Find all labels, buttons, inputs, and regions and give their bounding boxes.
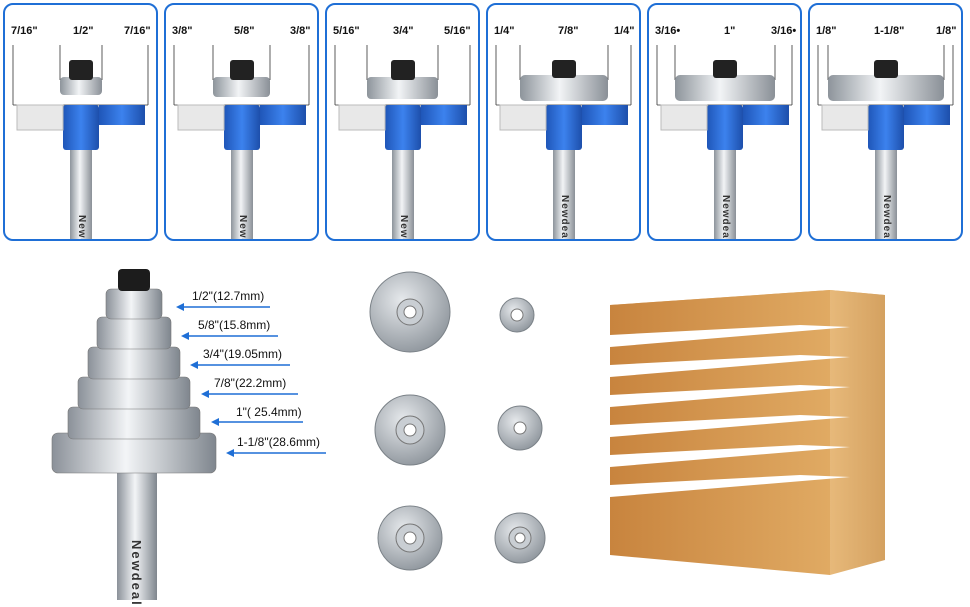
dim-left: 7/16" xyxy=(11,25,38,37)
router-bit-illustration xyxy=(495,45,632,239)
dim-right: 3/16• xyxy=(771,25,797,37)
dim-right: 1/4" xyxy=(614,25,635,37)
dim-center: 5/8" xyxy=(234,25,255,37)
bearing-size-label: 1/2"(12.7mm) xyxy=(192,289,265,303)
brand-text: Newdeal xyxy=(129,540,144,607)
bearing-size-label: 1-1/8"(28.6mm) xyxy=(237,435,320,449)
dim-left: 5/16" xyxy=(333,25,360,37)
dim-center: 1/2" xyxy=(73,25,94,37)
bit-panel-4: 1/4" 7/8" 1/4" Newdeal xyxy=(486,3,641,241)
dim-center: 1-1/8" xyxy=(874,25,905,37)
bearings-graphic xyxy=(369,271,546,571)
dim-center: 3/4" xyxy=(393,25,414,37)
brand-text: Newdeal xyxy=(237,215,248,241)
brand-text: Newdeal xyxy=(720,195,731,241)
router-bit-illustration xyxy=(334,45,471,239)
brand-text: Newdeal xyxy=(559,195,570,241)
wood-block-illustration xyxy=(600,285,895,575)
brand-text: Newdeal xyxy=(398,215,409,241)
brand-text: Newdeal xyxy=(881,195,892,241)
bearing-stack-graphic xyxy=(51,269,326,600)
bearing-stack-illustration: 1/2"(12.7mm) 5/8"(15.8mm) 3/4"(19.05mm) … xyxy=(0,255,340,607)
dim-left: 3/8" xyxy=(172,25,193,37)
bit-panels-row: 7/16" 1/2" 7/16" Newdeal 3/8" 5/8" 3/8" … xyxy=(3,3,969,243)
dim-right: 7/16" xyxy=(124,25,151,37)
router-bit-illustration xyxy=(817,45,954,239)
bit-panel-1: 7/16" 1/2" 7/16" Newdeal xyxy=(3,3,158,241)
bearing-size-label: 1"( 25.4mm) xyxy=(236,405,302,419)
dim-right: 3/8" xyxy=(290,25,311,37)
router-bit-illustration xyxy=(173,45,310,239)
dim-center: 1" xyxy=(724,25,736,37)
loose-bearings xyxy=(360,270,560,590)
bit-panel-6: 1/8" 1-1/8" 1/8" Newdeal xyxy=(808,3,963,241)
router-bit-illustration xyxy=(656,45,793,239)
bit-panel-5: 3/16• 1" 3/16• Newdeal xyxy=(647,3,802,241)
bit-panel-3: 5/16" 3/4" 5/16" Newdeal xyxy=(325,3,480,241)
dim-left: 1/4" xyxy=(494,25,515,37)
wood-block-graphic xyxy=(610,290,885,575)
dim-center: 7/8" xyxy=(558,25,579,37)
dim-left: 3/16• xyxy=(655,25,681,37)
bearing-size-label: 5/8"(15.8mm) xyxy=(198,318,271,332)
dim-right: 1/8" xyxy=(936,25,957,37)
dim-left: 1/8" xyxy=(816,25,837,37)
bearing-size-label: 7/8"(22.2mm) xyxy=(214,376,287,390)
bit-panel-2: 3/8" 5/8" 3/8" Newdeal xyxy=(164,3,319,241)
brand-text: Newdeal xyxy=(76,215,87,241)
dim-right: 5/16" xyxy=(444,25,471,37)
bearing-size-label: 3/4"(19.05mm) xyxy=(203,347,282,361)
router-bit-illustration xyxy=(12,45,149,239)
